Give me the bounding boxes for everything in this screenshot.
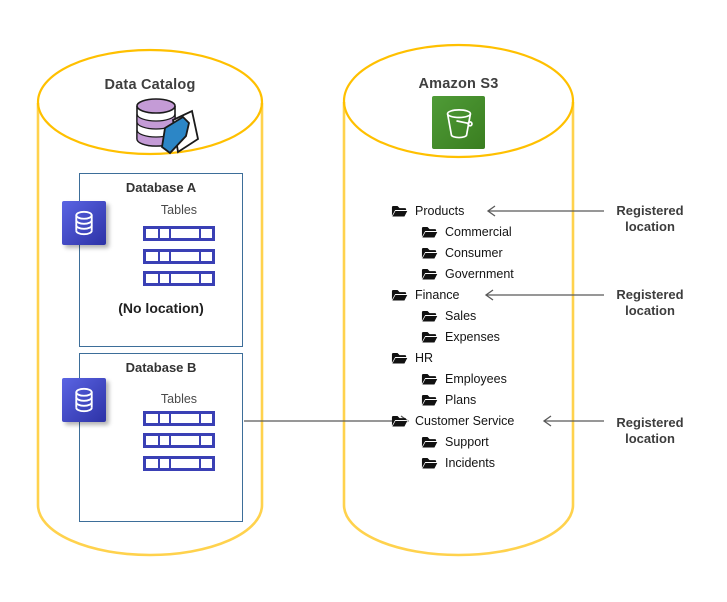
- folder-item-plans: Plans: [391, 389, 514, 410]
- arrow-registered-finance: [484, 289, 604, 301]
- database-a-tables-label: Tables: [160, 203, 198, 217]
- folder-icon: [391, 352, 408, 364]
- database-a-icon: [62, 201, 106, 245]
- table-row: [143, 249, 215, 264]
- folder-label: Incidents: [445, 455, 496, 470]
- folder-icon: [421, 373, 438, 385]
- folder-label: Customer Service: [415, 413, 515, 428]
- folder-icon: [391, 415, 408, 427]
- folder-icon: [421, 394, 438, 406]
- table-row: [143, 456, 215, 471]
- data-catalog-cylinder-top: [36, 48, 264, 156]
- folder-label: Sales: [445, 308, 477, 323]
- arrow-registered-customer-service: [542, 415, 604, 427]
- folder-icon: [391, 289, 408, 301]
- s3-bucket-icon: [432, 96, 485, 149]
- folder-icon: [421, 331, 438, 343]
- folder-label: Finance: [415, 287, 460, 302]
- folder-label: Commercial: [445, 224, 512, 239]
- folder-item-commercial: Commercial: [391, 221, 514, 242]
- database-a-box: Database A Tables (No location): [79, 173, 243, 347]
- folder-icon: [421, 457, 438, 469]
- catalog-folder-shape: [161, 109, 200, 155]
- folder-item-government: Government: [391, 263, 514, 284]
- s3-cylinder-top: [342, 43, 575, 159]
- folder-item-expenses: Expenses: [391, 326, 514, 347]
- folder-icon: [391, 205, 408, 217]
- arrow-database-b-to-customer-service: [244, 415, 410, 427]
- folder-icon: [421, 226, 438, 238]
- folder-icon: [421, 247, 438, 259]
- database-b-tables-label: Tables: [160, 392, 198, 406]
- registered-location-label-customer-service: Registered location: [616, 415, 684, 446]
- folder-item-customer-service: Customer Service: [391, 410, 514, 431]
- folder-label: Products: [415, 203, 465, 218]
- folder-icon: [421, 436, 438, 448]
- folder-item-incidents: Incidents: [391, 452, 514, 473]
- folder-label: HR: [415, 350, 434, 365]
- table-row: [143, 271, 215, 286]
- registered-location-label-finance: Registered location: [616, 287, 684, 318]
- database-a-name: Database A: [125, 180, 197, 195]
- folder-item-employees: Employees: [391, 368, 514, 389]
- amazon-s3-title: Amazon S3: [418, 76, 499, 92]
- folder-item-hr: HR: [391, 347, 514, 368]
- data-catalog-icon: [136, 98, 200, 155]
- folder-icon: [421, 268, 438, 280]
- folder-item-products: Products: [391, 200, 514, 221]
- folder-label: Employees: [445, 371, 507, 386]
- database-a-no-location-note: (No location): [118, 300, 204, 316]
- folder-item-consumer: Consumer: [391, 242, 514, 263]
- folder-label: Consumer: [445, 245, 503, 260]
- table-row: [143, 226, 215, 241]
- folder-item-sales: Sales: [391, 305, 514, 326]
- registered-location-label-products: Registered location: [616, 203, 684, 234]
- folder-icon: [421, 310, 438, 322]
- folder-item-support: Support: [391, 431, 514, 452]
- data-catalog-cylinder-body: [36, 103, 264, 557]
- s3-folder-tree: Products Commercial Consumer Government …: [391, 200, 514, 473]
- folder-label: Plans: [445, 392, 477, 407]
- arrow-registered-products: [486, 205, 604, 217]
- folder-label: Government: [445, 266, 514, 281]
- folder-label: Support: [445, 434, 489, 449]
- database-b-icon: [62, 378, 106, 422]
- database-b-box: Database B Tables: [79, 353, 243, 522]
- folder-label: Expenses: [445, 329, 500, 344]
- table-row: [143, 433, 215, 448]
- s3-cylinder-body: [342, 102, 575, 557]
- database-b-name: Database B: [125, 360, 197, 375]
- folder-item-finance: Finance: [391, 284, 514, 305]
- table-row: [143, 411, 215, 426]
- data-catalog-title: Data Catalog: [104, 77, 196, 93]
